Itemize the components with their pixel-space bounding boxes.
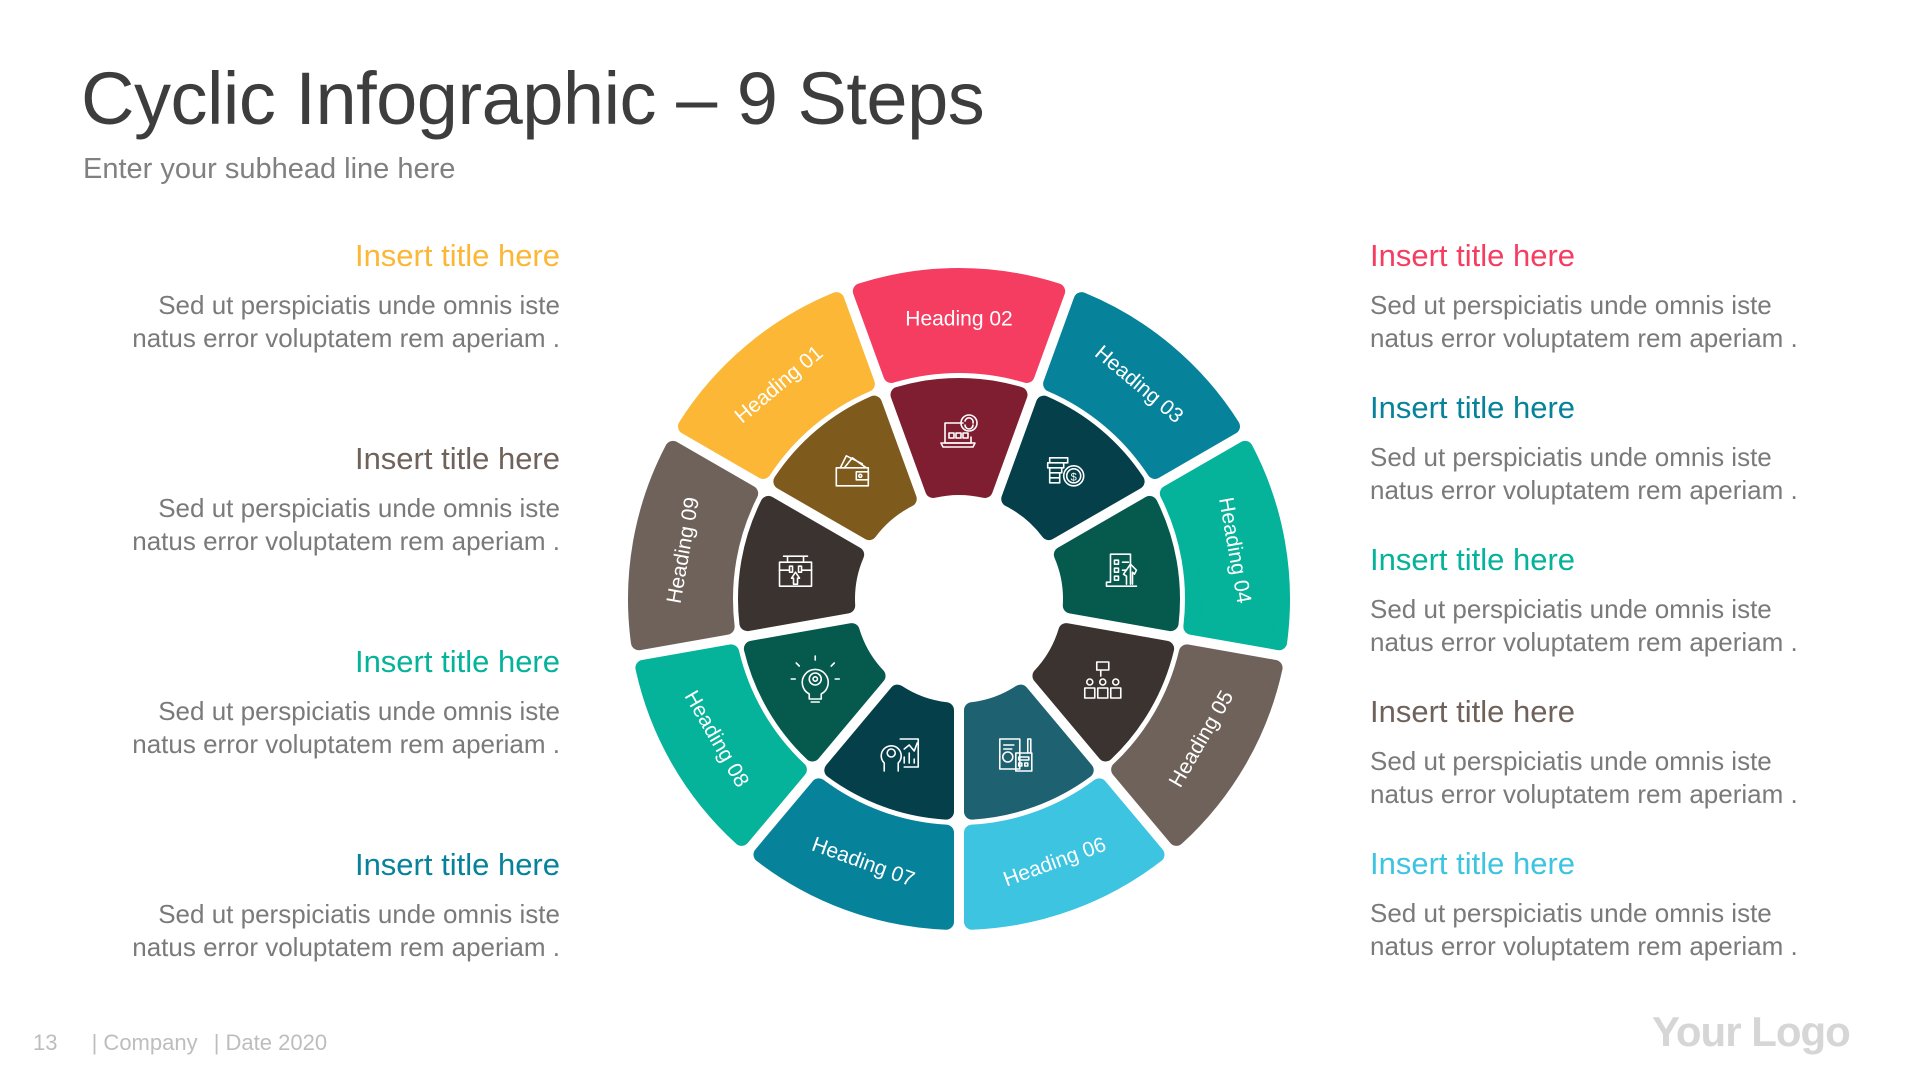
block-title: Insert title here [354,847,560,882]
footer-date: | Date 2020 [213,1030,328,1055]
company-logo: Your Logo [1652,1008,1851,1055]
block-title: Insert title here [1370,390,1576,425]
block-body: Sed ut perspiciatis unde omnis iste natu… [1370,441,1890,507]
block-title: Insert title here [354,441,560,476]
footer: 13 | Company | Date 2020 [33,1030,327,1056]
inner-segment-05 [1032,623,1175,762]
body-line: Sed ut perspiciatis unde omnis iste [158,493,560,523]
block-body: Sed ut perspiciatis unde omnis iste natu… [40,695,560,761]
body-line: natus error voluptatem rem aperiam . [132,729,560,759]
block-title: Insert title here [1370,542,1576,577]
page-number: 13 [33,1030,58,1055]
outer-segment-08 [635,644,807,846]
body-line: Sed ut perspiciatis unde omnis iste [1370,442,1772,472]
body-line: natus error voluptatem rem aperiam . [1370,931,1798,961]
strategy-checklist-icon [1105,553,1138,587]
outer-segment-07 [753,778,954,930]
left-block-1: Insert title here Sed ut perspiciatis un… [40,240,560,355]
inner-ring [738,378,1180,820]
inner-segment-09 [738,495,865,632]
inner-segment-06 [964,684,1094,820]
outer-segment-05 [1111,644,1283,846]
block-body: Sed ut perspiciatis unde omnis iste natu… [40,289,560,355]
outer-segment-01 [678,292,875,479]
heading-label-02: Heading 02 [905,308,1012,331]
body-line: natus error voluptatem rem aperiam . [1370,475,1798,505]
block-title: Insert title here [354,238,560,273]
outer-segment-03 [1043,292,1240,479]
block-title: Insert title here [1370,238,1576,273]
body-line: Sed ut perspiciatis unde omnis iste [1370,594,1772,624]
body-line: natus error voluptatem rem aperiam . [132,932,560,962]
idea-bulb-gear-icon [790,655,841,703]
right-block-5: Insert title here Sed ut perspiciatis un… [1370,848,1890,963]
body-line: Sed ut perspiciatis unde omnis iste [1370,898,1772,928]
outer-segment-06 [964,778,1165,930]
inner-segment-03 [1001,395,1145,541]
body-line: natus error voluptatem rem aperiam . [132,323,560,353]
footer-company: | Company [91,1030,198,1055]
inner-segment-08 [743,623,886,762]
outer-ring [628,268,1290,930]
outer-segment-09 [628,440,759,651]
block-title: Insert title here [1370,694,1576,729]
team-presentation-icon [1083,661,1122,699]
block-body: Sed ut perspiciatis unde omnis iste natu… [1370,593,1890,659]
body-line: natus error voluptatem rem aperiam . [1370,779,1798,809]
right-block-3: Insert title here Sed ut perspiciatis un… [1370,544,1890,659]
block-title: Insert title here [354,644,560,679]
body-line: Sed ut perspiciatis unde omnis iste [1370,290,1772,320]
slide-title: Cyclic Infographic – 9 Steps [81,57,985,140]
block-body: Sed ut perspiciatis unde omnis iste natu… [40,492,560,558]
body-line: Sed ut perspiciatis unde omnis iste [158,696,560,726]
step-icons: $ [778,414,1138,772]
left-block-4: Insert title here Sed ut perspiciatis un… [40,849,560,964]
block-body: Sed ut perspiciatis unde omnis iste natu… [1370,289,1890,355]
svg-text:$: $ [1071,471,1077,483]
analytics-thinking-icon [880,738,920,772]
laptop-refresh-icon [940,414,978,448]
body-line: natus error voluptatem rem aperiam . [1370,627,1798,657]
body-line: Sed ut perspiciatis unde omnis iste [158,290,560,320]
body-line: natus error voluptatem rem aperiam . [132,526,560,556]
right-block-2: Insert title here Sed ut perspiciatis un… [1370,392,1890,507]
body-line: natus error voluptatem rem aperiam . [1370,323,1798,353]
block-title: Insert title here [1370,846,1576,881]
accounting-calculator-icon [998,738,1033,772]
block-body: Sed ut perspiciatis unde omnis iste natu… [1370,897,1890,963]
left-block-3: Insert title here Sed ut perspiciatis un… [40,646,560,761]
coins-dollar-icon: $ [1046,457,1085,487]
left-block-2: Insert title here Sed ut perspiciatis un… [40,443,560,558]
toolbox-icon [778,555,813,587]
wallet-icon [835,455,870,487]
inner-segment-07 [824,684,954,820]
body-line: Sed ut perspiciatis unde omnis iste [1370,746,1772,776]
outer-segment-02 [852,268,1066,384]
block-body: Sed ut perspiciatis unde omnis iste natu… [1370,745,1890,811]
outer-segment-04 [1159,440,1290,651]
right-block-1: Insert title here Sed ut perspiciatis un… [1370,240,1890,355]
right-block-4: Insert title here Sed ut perspiciatis un… [1370,696,1890,811]
body-line: Sed ut perspiciatis unde omnis iste [158,899,560,929]
slide-subhead: Enter your subhead line here [83,153,456,185]
block-body: Sed ut perspiciatis unde omnis iste natu… [40,898,560,964]
